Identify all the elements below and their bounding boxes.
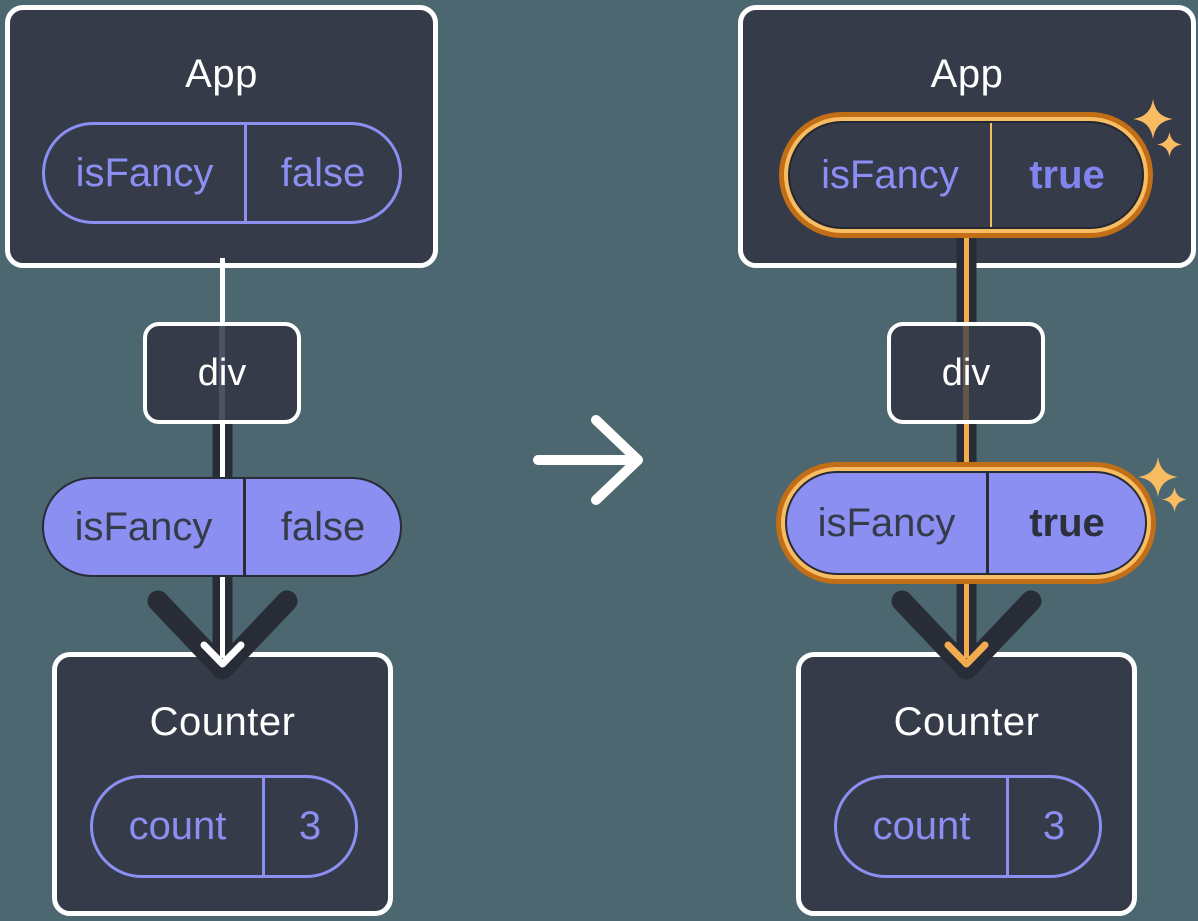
- component-title: App: [930, 52, 1004, 96]
- arrowhead-icon: [200, 641, 245, 668]
- prop-name: isFancy: [45, 125, 247, 221]
- component-title: Counter: [893, 700, 1040, 744]
- component-title: App: [185, 52, 258, 96]
- prop-value: false: [280, 504, 366, 549]
- passed-prop-pill-after-highlight-ring: isFancy true: [776, 462, 1156, 584]
- counter-state-pill-after: count 3: [834, 775, 1102, 878]
- prop-name: isFancy: [44, 479, 246, 575]
- state-value: 3: [298, 804, 322, 848]
- passed-prop-pill-before: isFancy false: [42, 477, 402, 577]
- div-label: div: [197, 351, 247, 394]
- div-element-box-after: div: [887, 322, 1045, 424]
- prop-name: isFancy: [790, 123, 992, 227]
- prop-value: true: [1029, 152, 1105, 197]
- counter-state-pill-before: count 3: [90, 775, 358, 878]
- arrow-down-chevron-icon: [147, 590, 298, 680]
- arrowhead-icon: [944, 641, 989, 668]
- app-state-pill-before: isFancy false: [42, 122, 402, 224]
- prop-value: false: [280, 150, 366, 195]
- sparkle-icon: [1157, 132, 1182, 157]
- sparkle-icon: [1133, 99, 1173, 139]
- arrow-down-chevron-icon: [891, 590, 1042, 680]
- div-label: div: [941, 351, 991, 394]
- component-title: Counter: [149, 700, 296, 744]
- app-state-pill-after: isFancy true: [788, 121, 1144, 229]
- state-name: count: [837, 778, 1009, 875]
- div-element-box-before: div: [143, 322, 301, 424]
- arrow-right-icon: [533, 415, 643, 505]
- state-name: count: [93, 778, 265, 875]
- app-state-pill-after-highlight-ring: isFancy true: [779, 112, 1153, 238]
- passed-prop-pill-after: isFancy true: [785, 471, 1147, 575]
- prop-value: true: [1029, 500, 1105, 545]
- sparkle-icon: [1138, 457, 1178, 497]
- prop-name: isFancy: [787, 473, 989, 573]
- state-value: 3: [1042, 804, 1066, 848]
- sparkle-icon: [1162, 487, 1187, 512]
